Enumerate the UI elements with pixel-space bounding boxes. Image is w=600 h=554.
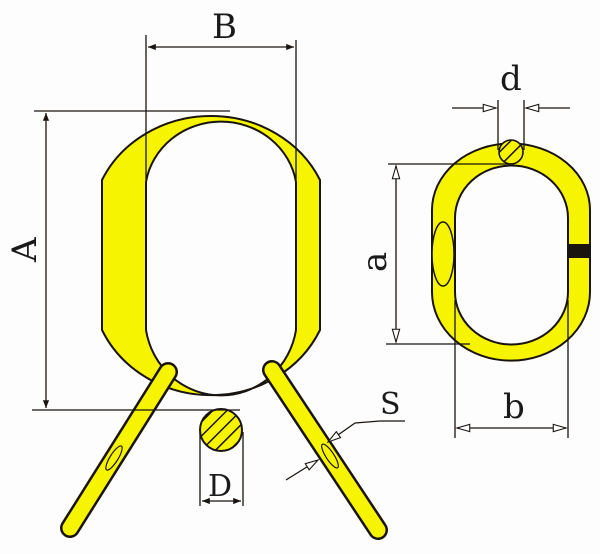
dimension-b: b bbox=[454, 300, 569, 438]
right-sub-link bbox=[262, 360, 388, 540]
label-d: d bbox=[500, 59, 522, 99]
sub-link bbox=[431, 142, 591, 362]
dimension-a: a bbox=[355, 163, 512, 345]
dimension-d: d bbox=[452, 59, 570, 150]
label-B: B bbox=[212, 7, 237, 47]
left-sub-link bbox=[60, 362, 178, 538]
label-A: A bbox=[5, 237, 45, 263]
master-link bbox=[101, 115, 321, 397]
sub-link-section-d bbox=[498, 139, 524, 165]
master-link-section-D bbox=[199, 408, 243, 452]
dimension-D: D bbox=[199, 432, 244, 506]
label-a: a bbox=[355, 252, 395, 272]
label-b: b bbox=[503, 387, 525, 427]
dimension-A: A bbox=[5, 110, 240, 411]
dimension-S: S bbox=[285, 387, 405, 481]
label-D: D bbox=[208, 469, 232, 504]
label-S: S bbox=[380, 387, 401, 422]
dimension-B: B bbox=[145, 7, 297, 180]
